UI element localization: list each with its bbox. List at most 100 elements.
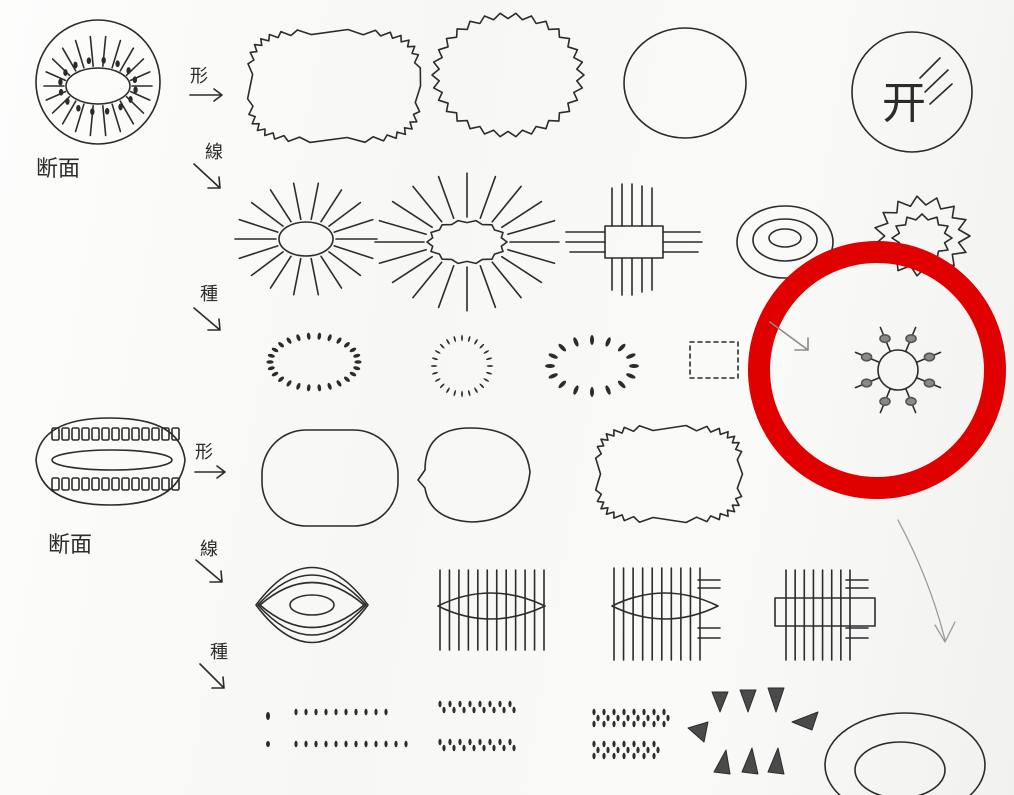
seed-dot: [646, 747, 649, 753]
seed-dot: [602, 741, 605, 747]
seed-dot: [656, 747, 659, 753]
seed-dot: [439, 383, 445, 389]
seed-dot: [629, 364, 639, 368]
seed-dot: [306, 332, 310, 340]
ray-line: [334, 220, 373, 233]
seed-dot: [374, 741, 377, 747]
seed-dot: [133, 86, 137, 93]
seed-dot: [642, 741, 645, 747]
ray-line: [294, 259, 301, 295]
cell-mark: [162, 478, 169, 490]
ray-line: [334, 246, 373, 259]
seed-dot: [646, 715, 649, 721]
seed-dot: [334, 709, 337, 715]
seed-dot: [468, 739, 471, 745]
rect-with-lines-hash: [775, 570, 875, 660]
seed-dot: [880, 398, 890, 406]
seed-dot: [612, 709, 615, 715]
ray-line: [413, 186, 442, 221]
cell-mark: [112, 428, 119, 440]
seed-dot: [498, 739, 501, 745]
seed-dot: [512, 745, 515, 751]
ray-line: [329, 252, 360, 276]
seed-dot: [625, 372, 636, 380]
seed-dot: [271, 347, 279, 354]
seed-dot: [354, 709, 357, 715]
seed-dot: [446, 339, 451, 345]
seed-dot: [626, 715, 629, 721]
seed-dot: [458, 739, 461, 745]
cross-section-label-bottom: 断面: [48, 533, 92, 558]
arrow-down-right-icon: [194, 164, 220, 188]
seed-dot: [483, 350, 489, 355]
seed-dot: [632, 709, 635, 715]
seed-dot: [625, 352, 636, 360]
seed-dot: [354, 360, 361, 364]
arrow-right-icon: [195, 466, 225, 478]
seed-dot: [572, 337, 580, 348]
seed-dot: [557, 379, 567, 389]
seed-dot: [492, 707, 495, 713]
seed-dot: [126, 67, 130, 74]
ray-line: [63, 101, 76, 124]
seed-dot: [642, 753, 645, 759]
cell-mark: [72, 478, 79, 490]
seed-dot: [432, 372, 439, 375]
concentric-eye-shape: [256, 568, 368, 643]
cell-mark: [102, 478, 109, 490]
seed-dot: [472, 745, 475, 751]
label-line-bottom: 線: [200, 539, 218, 560]
zigzag-circle: [432, 13, 584, 136]
seed-dot: [384, 709, 387, 715]
ray-line: [294, 183, 301, 219]
ray-line: [252, 252, 283, 276]
seed-dot: [452, 707, 455, 713]
seed-dot: [548, 372, 559, 380]
seed-dot: [652, 753, 655, 759]
seed-dot: [335, 337, 342, 345]
kiwi-cross-section-top: [36, 20, 160, 144]
seed-dot: [590, 335, 594, 345]
kiwi-seeds: [58, 57, 138, 115]
seed-dot: [344, 709, 347, 715]
seed-dot: [63, 69, 67, 76]
seed-ring-dotted-circle: [431, 335, 493, 397]
seed-dot: [294, 709, 297, 715]
ray-line: [120, 48, 133, 71]
label-seed-top: 種: [200, 284, 218, 305]
wavy-rounded-rect: [248, 30, 421, 143]
cell-mark: [62, 428, 69, 440]
ray-line: [492, 262, 521, 297]
triangle-seeds: [688, 688, 818, 774]
seed-ring-dashes: [545, 335, 639, 397]
seed-dot: [662, 721, 665, 727]
seed-dot: [461, 335, 463, 341]
ray-line: [311, 259, 318, 295]
label-line-top: 線: [205, 142, 223, 163]
seed-dot: [604, 385, 612, 396]
seed-dot: [343, 376, 351, 383]
arrow-to-highlight: [770, 322, 808, 350]
ray-line: [321, 256, 342, 288]
ray-line: [239, 220, 278, 233]
seed-dot: [666, 715, 669, 721]
seed-dot: [266, 712, 270, 720]
ray-line: [131, 92, 150, 100]
seed-dot: [432, 357, 439, 360]
ray-line: [413, 262, 442, 297]
cell-mark: [62, 478, 69, 490]
seed-dot: [622, 741, 625, 747]
label-shape-top: 形: [190, 66, 208, 87]
arrow-right-icon: [190, 89, 222, 101]
arrow-down-right-icon: [196, 560, 222, 582]
seed-dot: [632, 721, 635, 727]
seed-dot: [482, 745, 485, 751]
seed-dot: [76, 105, 80, 112]
seed-dot: [327, 334, 333, 342]
seed-dot: [617, 343, 627, 353]
seed-dot: [612, 721, 615, 727]
notched-oval-shape: [418, 428, 530, 522]
seed-dot: [652, 709, 655, 715]
cross-section-label-top: 断面: [36, 157, 80, 182]
seed-dot: [118, 104, 122, 111]
